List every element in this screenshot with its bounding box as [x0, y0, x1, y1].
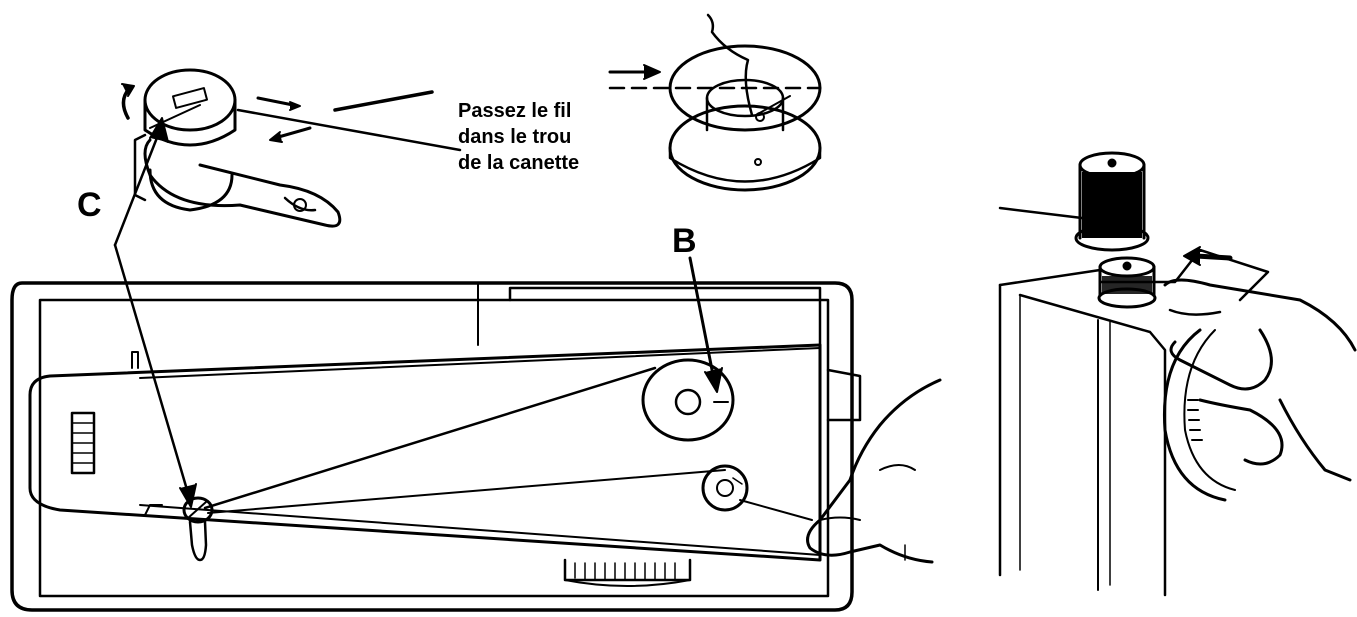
label-b: B: [672, 222, 697, 260]
bobbin-winder-detail: [121, 68, 462, 228]
hand-holding-thread: [806, 378, 942, 564]
caption-line-1: Passez le fil: [458, 100, 572, 122]
thread-instruction-caption: Passez le fil dans le trou de la canette: [458, 98, 688, 176]
spool-pin-detail: [998, 151, 1357, 597]
caption-line-3: de la canette: [458, 152, 580, 174]
caption-line-2: dans le trou: [458, 126, 572, 148]
machine-top-view: [10, 117, 862, 612]
empty-bobbin: [608, 13, 822, 192]
label-c: C: [77, 186, 102, 224]
